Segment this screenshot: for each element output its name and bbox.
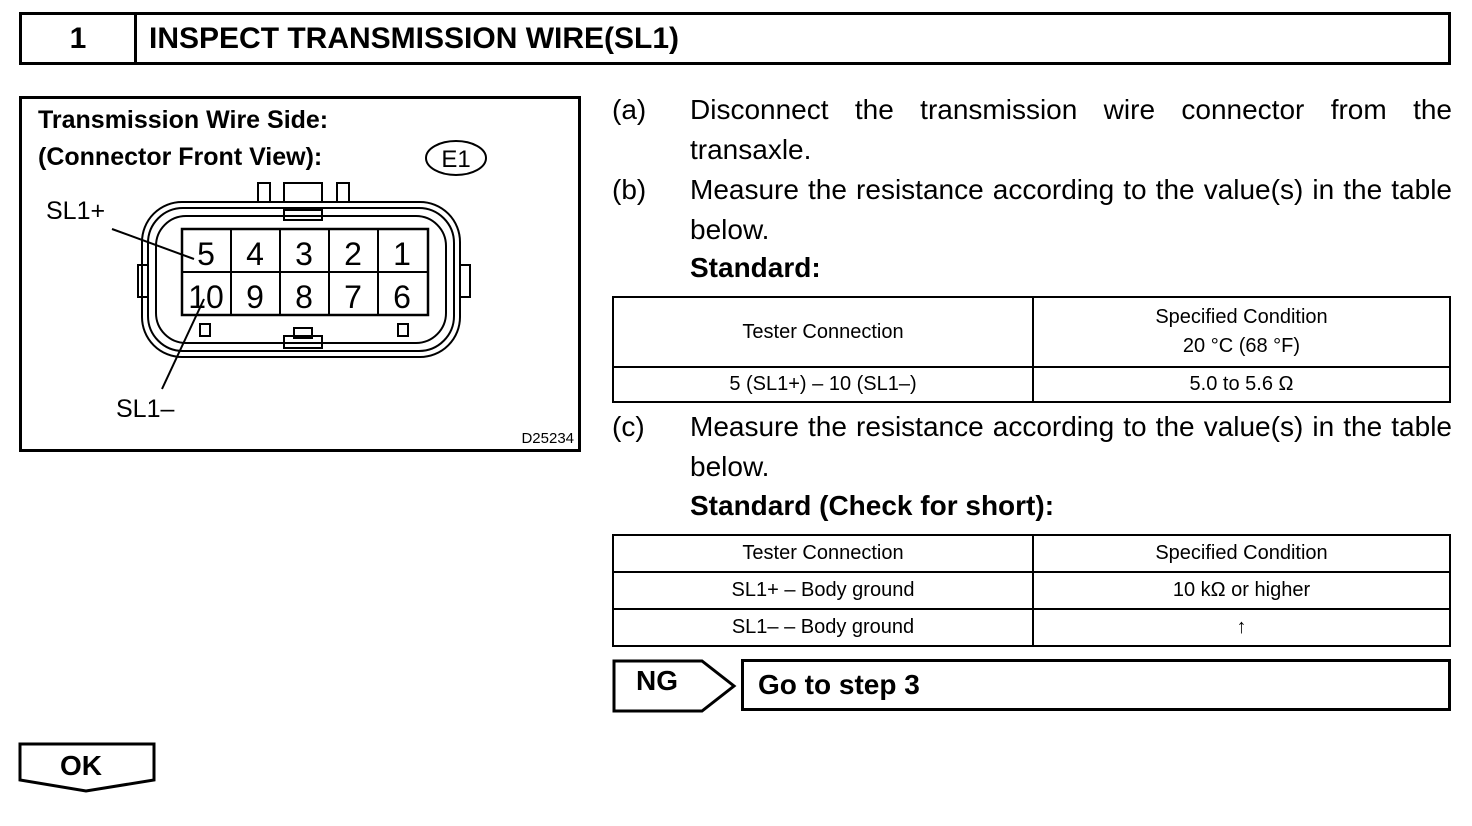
table1-header-connection: Tester Connection	[612, 296, 1034, 368]
table2-row1-condition: 10 kΩ or higher	[1032, 571, 1451, 610]
pin-6: 6	[393, 279, 411, 315]
step-header: 1 INSPECT TRANSMISSION WIRE(SL1)	[19, 12, 1451, 65]
table2-row2-connection: SL1– – Body ground	[612, 608, 1034, 647]
table2-header-condition: Specified Condition	[1032, 534, 1451, 573]
instruction-a-text: Disconnect the transmission wire connect…	[690, 94, 1452, 165]
standard-label-b: Standard:	[690, 252, 821, 283]
connector-diagram: Transmission Wire Side: (Connector Front…	[19, 96, 581, 452]
instruction-c-text: Measure the resistance according to the …	[690, 411, 1452, 482]
table1-header-condition-line1: Specified Condition	[1155, 306, 1328, 328]
figure-code: D25234	[521, 430, 574, 447]
table2-header-connection: Tester Connection	[612, 534, 1034, 573]
table-header-row: Tester Connection Specified Condition	[612, 534, 1451, 573]
ng-arrow-icon	[612, 659, 737, 713]
pin-grid: 5 4 3 2 1 10 9 8 7 6	[180, 227, 430, 317]
table2-row1-connection: SL1+ – Body ground	[612, 571, 1034, 610]
resistance-table: Tester Connection Specified Condition 20…	[612, 296, 1451, 403]
pin-5: 5	[197, 236, 215, 272]
leader-sl1-plus	[111, 228, 195, 260]
instruction-c-letter: (c)	[612, 411, 645, 442]
instruction-b-letter: (b)	[612, 174, 647, 205]
ok-arrow-icon	[18, 742, 156, 793]
pin-10: 10	[188, 279, 224, 315]
connector-body	[137, 182, 471, 358]
table2-row2-condition: ↑	[1032, 608, 1451, 647]
instruction-b: (b) Measure the resistance according to …	[612, 170, 1452, 250]
table-row: SL1– – Body ground ↑	[612, 608, 1451, 647]
table1-row1-connection: 5 (SL1+) – 10 (SL1–)	[612, 366, 1034, 403]
pin-7: 7	[344, 279, 362, 315]
step-title: INSPECT TRANSMISSION WIRE(SL1)	[149, 21, 680, 55]
ng-action: Go to step 3	[741, 659, 1451, 711]
ng-label: NG	[636, 665, 678, 696]
standard-label-c: Standard (Check for short):	[690, 490, 1055, 521]
pin-4: 4	[246, 236, 264, 272]
table-row: SL1+ – Body ground 10 kΩ or higher	[612, 571, 1451, 610]
table-header-row: Tester Connection Specified Condition 20…	[612, 296, 1451, 368]
diagram-title-line2: (Connector Front View):	[38, 143, 322, 171]
pin-8: 8	[295, 279, 313, 315]
step-number: 1	[22, 15, 137, 62]
leader-sl1-minus	[161, 298, 205, 390]
instruction-a: (a) Disconnect the transmission wire con…	[612, 90, 1452, 170]
instruction-b-text: Measure the resistance according to the …	[690, 174, 1452, 245]
label-sl1-plus: SL1+	[46, 197, 105, 225]
pin-1: 1	[393, 236, 411, 272]
instruction-a-letter: (a)	[612, 94, 647, 125]
ok-label: OK	[60, 750, 102, 781]
diagram-title-line1: Transmission Wire Side:	[38, 106, 328, 134]
label-sl1-minus: SL1–	[116, 395, 174, 423]
table1-header-condition: Specified Condition 20 °C (68 °F)	[1032, 296, 1451, 368]
connector-id-badge: E1	[425, 140, 487, 176]
pin-9: 9	[246, 279, 264, 315]
connector-id: E1	[441, 146, 470, 173]
table1-header-condition-line2: 20 °C (68 °F)	[1182, 335, 1301, 357]
instruction-c: (c) Measure the resistance according to …	[612, 407, 1452, 487]
table1-row1-condition: 5.0 to 5.6 Ω	[1032, 366, 1451, 403]
short-check-table: Tester Connection Specified Condition SL…	[612, 534, 1451, 647]
pin-3: 3	[295, 236, 313, 272]
table-row: 5 (SL1+) – 10 (SL1–) 5.0 to 5.6 Ω	[612, 366, 1451, 403]
pin-2: 2	[344, 236, 362, 272]
